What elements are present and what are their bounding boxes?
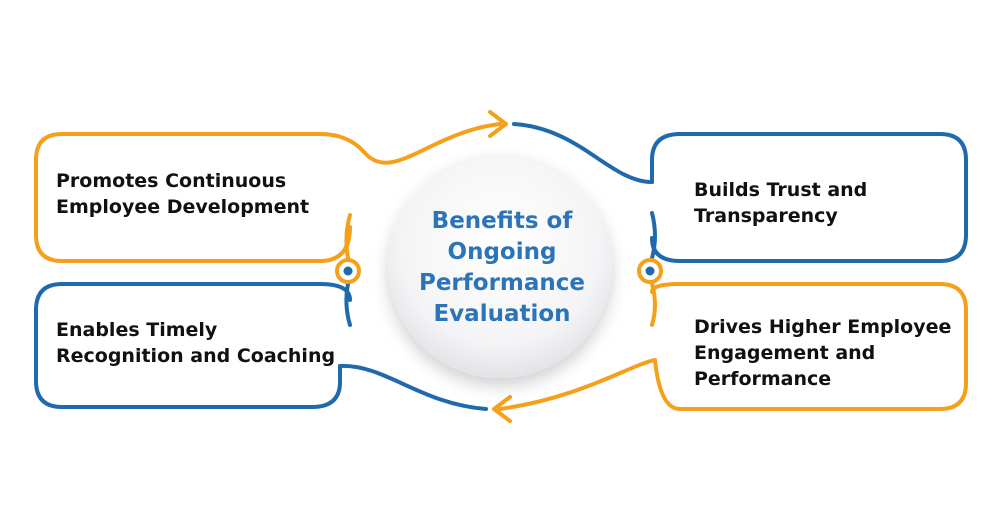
box-text-line: Performance — [694, 368, 832, 390]
box-text-line: Promotes Continuous — [56, 170, 287, 192]
connector-arc-bottom-left — [338, 363, 488, 411]
connector-arc-top-left — [362, 122, 502, 165]
arrow-head-bottom — [492, 395, 512, 423]
arrow-head-top — [488, 110, 508, 138]
left-connector-lower — [344, 282, 352, 327]
box-text-line: Employee Development — [56, 196, 310, 218]
box-outline-top-left — [34, 132, 366, 263]
box-text-line: Recognition and Coaching — [56, 345, 336, 367]
center-circle — [388, 154, 612, 378]
center-title-line: Performance — [418, 270, 586, 296]
box-text-top-left: Promotes Continuous Employee Development — [56, 168, 309, 220]
right-connector-lower — [650, 282, 657, 327]
box-text-top-right: Builds Trust and Transparency — [694, 177, 867, 229]
connector-arc-bottom-right — [498, 358, 657, 411]
right-connector-upper — [650, 211, 657, 260]
left-pivot-dot — [343, 266, 353, 276]
box-text-line: Drives Higher Employee — [694, 316, 952, 338]
box-text-bottom-right: Drives Higher Employee Engagement and Pe… — [694, 314, 951, 392]
box-outline-bottom-left — [34, 282, 352, 409]
box-text-bottom-left: Enables Timely Recognition and Coaching — [56, 317, 335, 369]
center-title-line: Benefits of — [431, 208, 573, 234]
center-title-line: Evaluation — [433, 301, 571, 327]
box-outline-top-right — [650, 132, 968, 263]
left-connector-upper — [344, 213, 352, 260]
right-pivot-dot — [645, 266, 655, 276]
connector-arc-top-right — [512, 122, 654, 184]
box-text-line: Builds Trust and — [694, 179, 868, 201]
box-outline-bottom-right — [650, 282, 968, 411]
box-text-line: Enables Timely — [56, 319, 218, 341]
center-title-line: Ongoing — [447, 239, 557, 265]
box-text-line: Transparency — [694, 205, 838, 227]
box-text-line: Engagement and — [694, 342, 876, 364]
center-title: Benefits of Ongoing Performance Evaluati… — [404, 206, 600, 330]
